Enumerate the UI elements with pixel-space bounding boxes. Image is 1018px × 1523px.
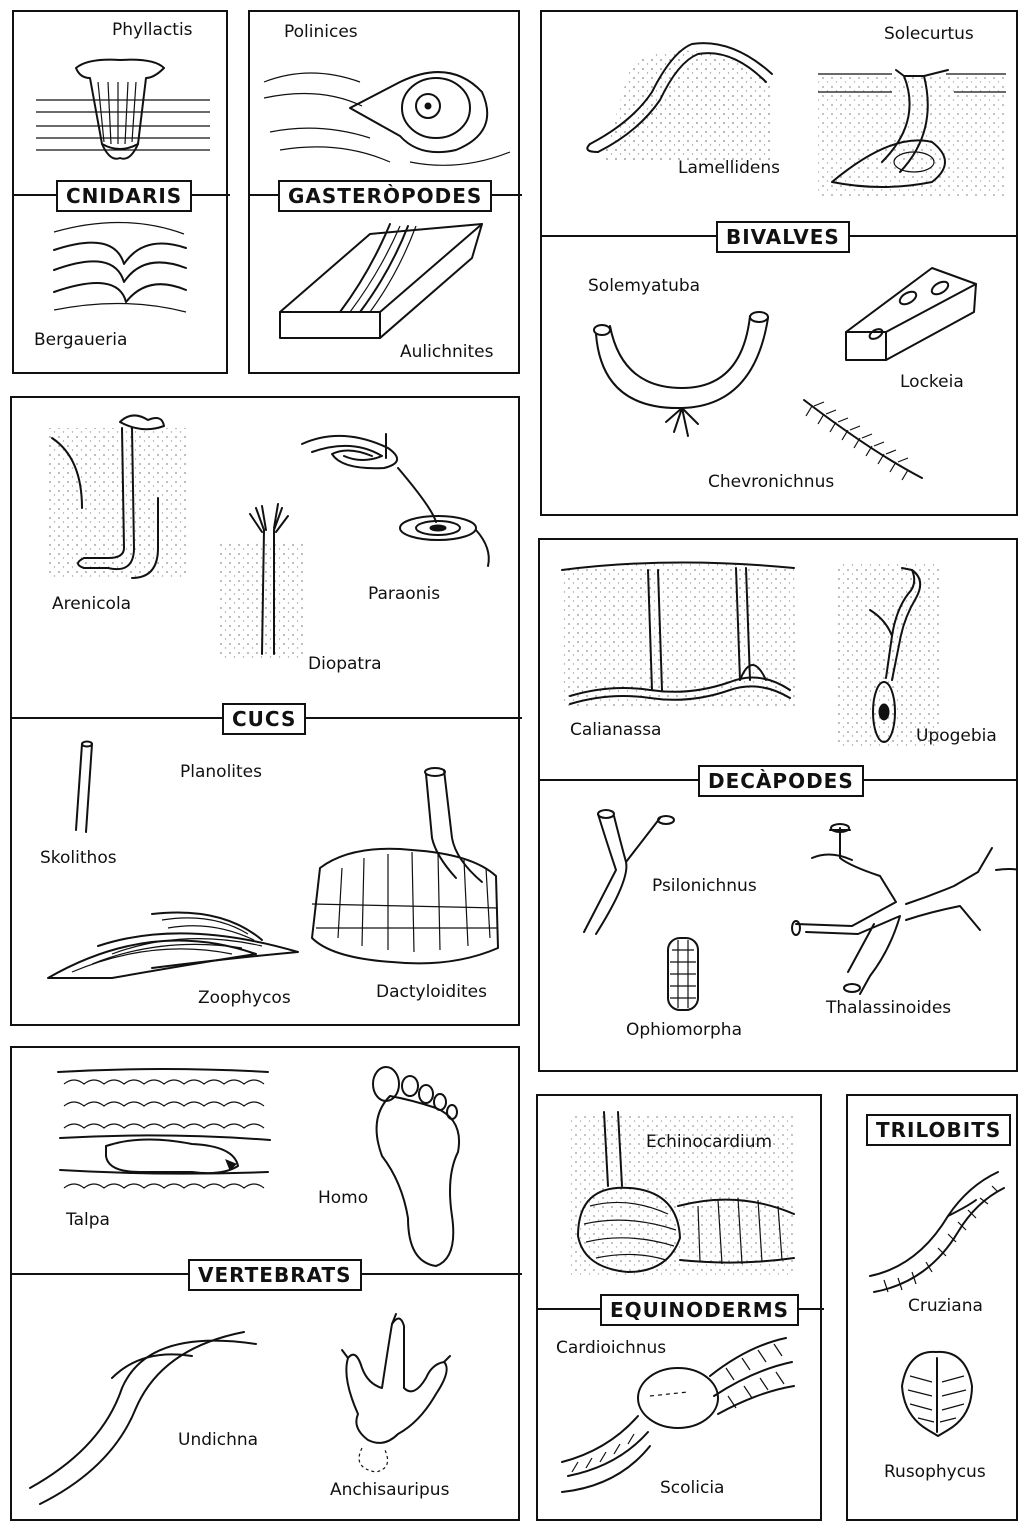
label-anchisauripus: Anchisauripus <box>330 1480 449 1500</box>
arenicola-drawing <box>46 415 188 578</box>
badge-equinoderms: EQUINODERMS <box>600 1294 799 1326</box>
dactyloidites-drawing <box>312 768 498 963</box>
label-zoophycos: Zoophycos <box>198 988 291 1008</box>
label-bergaueria: Bergaueria <box>34 330 127 350</box>
label-paraonis: Paraonis <box>368 584 440 604</box>
label-polinices: Polinices <box>284 22 358 42</box>
label-lockeia: Lockeia <box>900 372 964 392</box>
label-homo: Homo <box>318 1188 368 1208</box>
label-undichna: Undichna <box>178 1430 258 1450</box>
label-upogebia: Upogebia <box>916 726 997 746</box>
polinices-drawing <box>264 72 510 165</box>
thalassinoides-drawing <box>792 824 1018 994</box>
solecurtus-drawing <box>818 70 1006 198</box>
panel-equinoderms: Echinocardium EQUINODERMS Cardioichnus S… <box>536 1094 822 1521</box>
label-cardioichnus: Cardioichnus <box>556 1338 666 1358</box>
skolithos-drawing <box>76 742 92 833</box>
badge-vertebrats: VERTEBRATS <box>188 1259 362 1291</box>
planolites-drawing <box>218 798 286 826</box>
anchisauripus-drawing <box>342 1314 450 1472</box>
panel-vertebrats: Talpa Homo VERTEBRATS Undichna Anchisaur… <box>10 1046 520 1521</box>
decapodes-figures <box>540 540 1018 1074</box>
label-arenicola: Arenicola <box>52 594 131 614</box>
homo-drawing <box>373 1067 459 1266</box>
panel-trilobits: TRILOBITS Cruziana Rusophycus <box>846 1094 1018 1521</box>
label-dactyloidites: Dactyloidites <box>376 982 487 1002</box>
zoophycos-drawing <box>48 912 298 978</box>
label-phyllactis: Phyllactis <box>112 20 193 40</box>
label-echinocardium: Echinocardium <box>646 1132 772 1152</box>
panel-cnidaris: Phyllactis CNIDARIS Bergaueria <box>12 10 228 374</box>
lamellidens-drawing <box>587 43 772 162</box>
panel-cucs: Arenicola Paraonis Diopatra CUCS Planoli… <box>10 396 520 1026</box>
phyllactis-drawing <box>36 60 210 159</box>
label-scolicia: Scolicia <box>660 1478 724 1498</box>
upogebia-drawing <box>836 564 940 746</box>
label-talpa: Talpa <box>66 1210 110 1230</box>
diopatra-drawing <box>220 504 304 658</box>
badge-gasteropodes: GASTERÒPODES <box>278 180 492 212</box>
aulichnites-drawing <box>280 224 482 338</box>
label-thalassinoides: Thalassinoides <box>826 998 951 1018</box>
paraonis-drawing <box>302 434 489 566</box>
panel-bivalves: Solecurtus Lamellidens BIVALVES Solemyat… <box>540 10 1018 516</box>
label-psilonichnus: Psilonichnus <box>652 876 757 896</box>
talpa-drawing <box>58 1069 270 1188</box>
label-chevronichnus: Chevronichnus <box>708 472 834 492</box>
label-calianassa: Calianassa <box>570 720 661 740</box>
label-ophiomorpha: Ophiomorpha <box>626 1020 742 1040</box>
psilonichnus-drawing <box>584 810 674 934</box>
calianassa-drawing <box>562 562 796 708</box>
scolicia-drawing <box>562 1338 794 1492</box>
label-diopatra: Diopatra <box>308 654 382 674</box>
solemyatuba-drawing <box>594 312 768 436</box>
panel-gasteropodes: Polinices GASTERÒPODES Aulichnites <box>248 10 520 374</box>
panel-decapodes: Calianassa Upogebia DECÀPODES Psilonichn… <box>538 538 1018 1072</box>
cruziana-drawing <box>870 1172 1004 1292</box>
lockeia-drawing <box>846 268 976 360</box>
label-aulichnites: Aulichnites <box>400 342 493 362</box>
badge-decapodes: DECÀPODES <box>698 765 864 797</box>
label-planolites: Planolites <box>180 762 262 782</box>
label-solecurtus: Solecurtus <box>884 24 974 44</box>
label-skolithos: Skolithos <box>40 848 117 868</box>
label-rusophycus: Rusophycus <box>884 1462 986 1482</box>
badge-bivalves: BIVALVES <box>716 221 850 253</box>
undichna-drawing <box>30 1332 256 1504</box>
ophiomorpha-drawing <box>668 938 698 1010</box>
bergaueria-drawing <box>54 222 186 312</box>
label-cruziana: Cruziana <box>908 1296 983 1316</box>
badge-trilobits: TRILOBITS <box>866 1114 1011 1146</box>
label-solemyatuba: Solemyatuba <box>588 276 700 296</box>
badge-cnidaris: CNIDARIS <box>56 180 192 212</box>
badge-cucs: CUCS <box>222 703 306 735</box>
label-lamellidens: Lamellidens <box>678 158 780 178</box>
rusophycus-drawing <box>902 1352 972 1436</box>
chevronichnus-drawing <box>804 400 922 480</box>
bivalves-figures <box>542 12 1018 518</box>
